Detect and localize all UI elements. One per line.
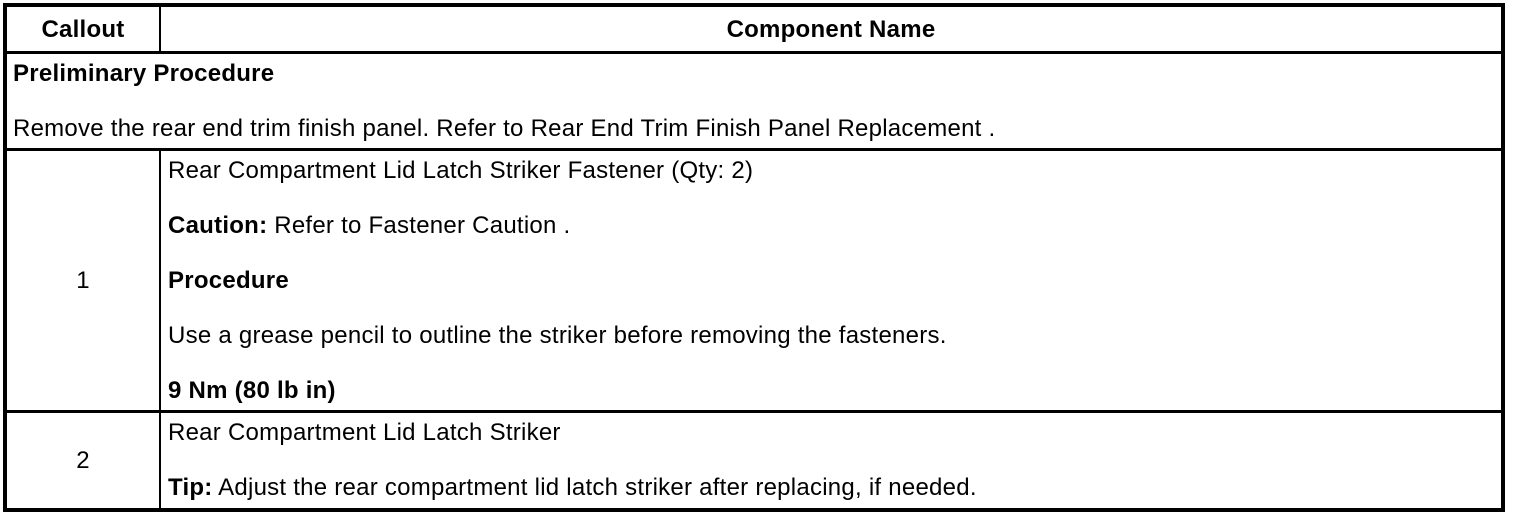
table-row-callout-1: 1 Rear Compartment Lid Latch Striker Fas… bbox=[4, 148, 1504, 413]
torque-spec: 9 Nm (80 lb in) bbox=[168, 377, 336, 404]
preliminary-procedure-cell: Preliminary Procedure Remove the rear en… bbox=[4, 51, 1504, 151]
table-row-callout-2: 2 Rear Compartment Lid Latch Striker Tip… bbox=[4, 410, 1504, 511]
caution-label: Caution: bbox=[168, 212, 268, 239]
procedure-text: Use a grease pencil to outline the strik… bbox=[168, 322, 947, 349]
tip-label: Tip: bbox=[168, 474, 213, 502]
caution-note: Caution: Refer to Fastener Caution . bbox=[168, 212, 1491, 239]
preliminary-procedure-row: Preliminary Procedure Remove the rear en… bbox=[4, 51, 1504, 151]
component-name-text: Rear Compartment Lid Latch Striker Faste… bbox=[168, 157, 754, 184]
tip-note: Tip: Adjust the rear compartment lid lat… bbox=[168, 474, 1491, 501]
table-header-row: Callout Component Name bbox=[4, 4, 1504, 54]
component-name-text: Rear Compartment Lid Latch Striker bbox=[168, 419, 561, 447]
caution-text: Refer to Fastener Caution . bbox=[267, 212, 571, 239]
preliminary-procedure-text: Remove the rear end trim finish panel. R… bbox=[13, 115, 996, 142]
preliminary-procedure-title: Preliminary Procedure bbox=[13, 60, 275, 87]
component-name-column-header: Component Name bbox=[159, 4, 1504, 54]
procedure-heading: Procedure bbox=[168, 267, 289, 294]
component-callout-table: Callout Component Name Preliminary Proce… bbox=[3, 3, 1505, 512]
callout-column-header: Callout bbox=[4, 4, 161, 54]
tip-text: Adjust the rear compartment lid latch st… bbox=[212, 474, 977, 502]
component-description-cell: Rear Compartment Lid Latch Striker Faste… bbox=[159, 148, 1504, 413]
callout-number: 1 bbox=[4, 148, 161, 413]
component-description-cell: Rear Compartment Lid Latch Striker Tip: … bbox=[159, 410, 1504, 511]
callout-number: 2 bbox=[4, 410, 161, 511]
